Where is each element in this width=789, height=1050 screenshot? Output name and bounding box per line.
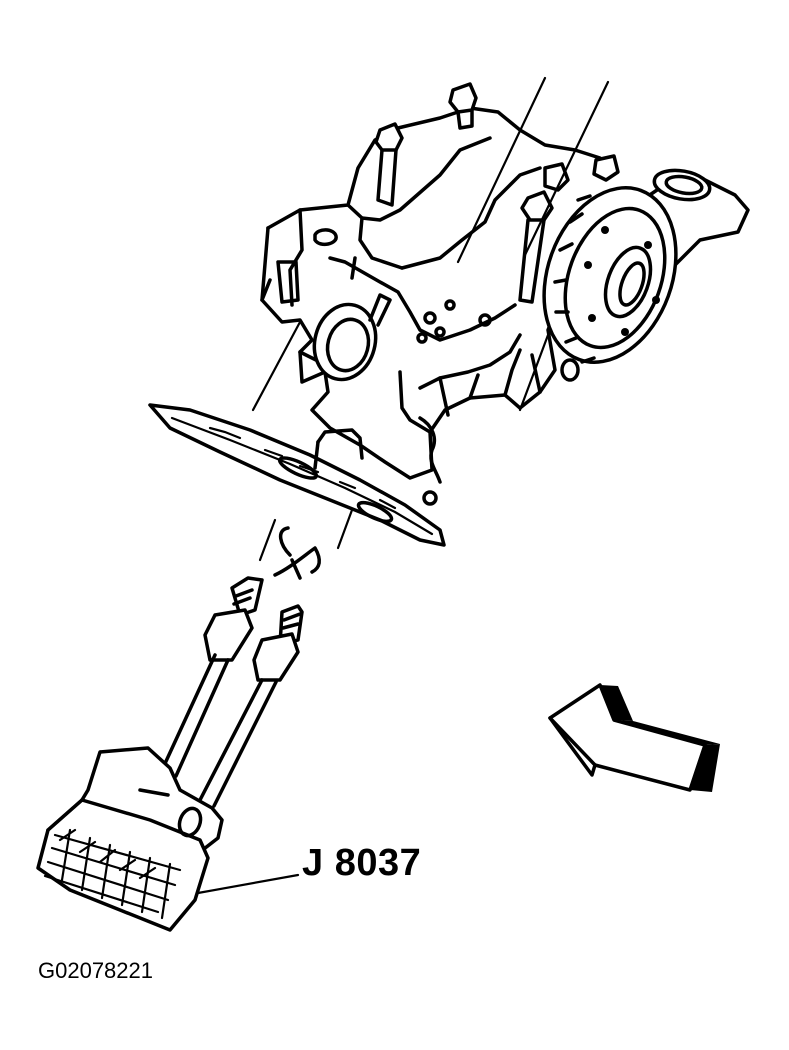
oil-pan-gasket xyxy=(148,403,446,547)
front-oil-seal xyxy=(312,293,392,382)
alignment-guide-lines xyxy=(251,76,610,562)
tool-label: J 8037 xyxy=(302,842,422,884)
tool-j-8037 xyxy=(36,576,304,932)
engine-block-housing xyxy=(260,106,750,506)
housing-bolts xyxy=(374,82,620,304)
installer-clip xyxy=(273,526,321,580)
crankshaft-sprocket xyxy=(542,168,712,382)
seal-bracket xyxy=(313,428,364,470)
tool-leader-line xyxy=(196,873,300,895)
figure-id: G02078221 xyxy=(38,958,153,983)
view-direction-arrow-icon xyxy=(548,683,720,792)
